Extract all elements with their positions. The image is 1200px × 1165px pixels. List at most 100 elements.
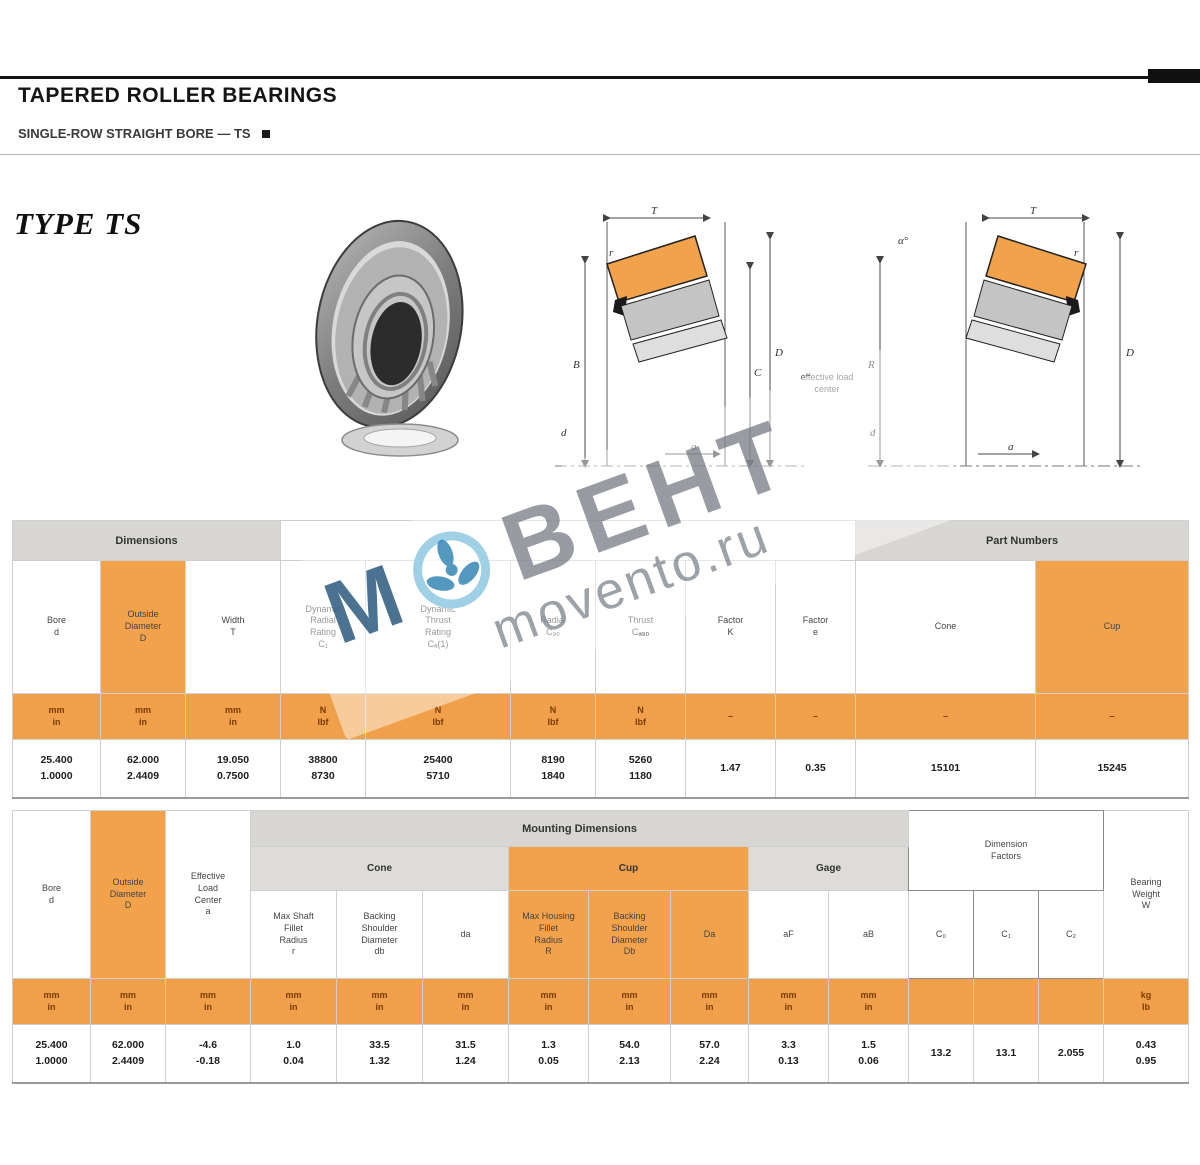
cell-Da: 57.0 2.24 (670, 1024, 749, 1084)
cell-factor-e: 0.35 (774, 739, 857, 799)
cell-c0: 13.2 (908, 1024, 975, 1084)
units-cell: mm in (12, 693, 101, 740)
group-header-dimension-factors: Dimension Factors (908, 810, 1105, 891)
cell-aB: 1.5 0.06 (827, 1024, 910, 1084)
col-header-aF: aF (748, 890, 829, 979)
table-row: 25.400 1.0000 62.000 2.4409 -4.6 -0.18 1… (12, 1024, 1190, 1084)
watermark: М ВЕНТ movento.ru (283, 339, 972, 741)
cell-weight: 0.43 0.95 (1103, 1024, 1190, 1084)
dim-label-d: d (870, 427, 876, 439)
cell-cone-number: 15101 (855, 739, 1037, 799)
cell-c90: 8190 1840 (510, 739, 596, 799)
col-header-c1: C₁ (973, 890, 1040, 979)
fan-icon (398, 516, 507, 628)
units-cell: mm in (185, 693, 281, 740)
cell-shaft-fillet: 1.0 0.04 (250, 1024, 337, 1084)
units-cell: mm in (250, 978, 337, 1025)
col-header-Da: Da (670, 890, 749, 979)
dim-label-T: T (1030, 205, 1037, 217)
dim-label-D: D (774, 347, 783, 359)
units-cell: N lbf (280, 693, 366, 740)
cell-load-center: -4.6 -0.18 (165, 1024, 251, 1084)
col-header-outside-diameter: Outside Diameter D (90, 810, 166, 979)
units-cell: mm in (90, 978, 166, 1025)
dim-label-a: a (1008, 441, 1014, 453)
units-cell (908, 978, 975, 1025)
col-header-ca90: Thrust Cₐ₉₀ (595, 560, 686, 694)
dim-label-D: D (1125, 347, 1134, 359)
col-header-c2: C₂ (1038, 890, 1105, 979)
group-header-cup: Cup (508, 846, 749, 891)
units-cell: mm in (588, 978, 671, 1025)
units-cell: kg lb (1103, 978, 1190, 1025)
watermark-logo-letter: М (312, 544, 415, 663)
header-divider (0, 154, 1200, 155)
dim-label-C: C (754, 367, 762, 379)
type-heading: TYPE TS (14, 206, 143, 241)
units-cell: mm in (336, 978, 423, 1025)
group-header-gage: Gage (747, 846, 910, 891)
units-cell: – (1035, 693, 1190, 740)
cell-Db: 54.0 2.13 (588, 1024, 671, 1084)
page-corner-tab (1148, 69, 1200, 83)
units-cell: mm in (827, 978, 910, 1025)
dim-label-alpha: α° (898, 235, 909, 247)
top-rule (0, 76, 1200, 79)
group-header-cone: Cone (250, 846, 509, 891)
col-header-cone: Cone (855, 560, 1037, 694)
units-cell: N lbf (595, 693, 686, 740)
col-header-da: da (422, 890, 509, 979)
group-header-blank (279, 520, 857, 561)
cross-section-diagram-right: α° T D R d r a (858, 204, 1148, 481)
col-header-bearing-weight: Bearing Weight W (1103, 810, 1190, 979)
units-cell: – (774, 693, 857, 740)
units-cell: – (855, 693, 1037, 740)
units-cell: N lbf (365, 693, 511, 740)
cell-outside-diameter: 62.000 2.4409 (90, 1024, 166, 1084)
col-header-c90: Radial C₉₀ (510, 560, 596, 694)
watermark-band: М ВЕНТ movento.ru (283, 339, 972, 741)
col-header-Db: Backing Shoulder Diameter Db (588, 890, 671, 979)
cell-c1: 13.1 (973, 1024, 1040, 1084)
dim-label-r: r (1074, 247, 1079, 259)
cell-factor-k: 1.47 (685, 739, 776, 799)
units-cell: mm in (748, 978, 829, 1025)
col-header-width: Width T (185, 560, 281, 694)
dim-label-a: a (691, 441, 697, 453)
cell-outside-diameter: 62.000 2.4409 (100, 739, 186, 799)
units-cell: N lbf (510, 693, 596, 740)
units-cell: mm in (165, 978, 251, 1025)
cross-section-diagram-left: T D C B d r a (545, 204, 815, 481)
units-cell: mm in (670, 978, 749, 1025)
col-header-shaft-fillet: Max Shaft Fillet Radius r (250, 890, 337, 979)
cell-radial-rating: 38800 8730 (280, 739, 366, 799)
group-header-part-numbers: Part Numbers (855, 520, 1190, 561)
col-header-c0: C₀ (908, 890, 975, 979)
cell-width: 19.050 0.7500 (185, 739, 281, 799)
units-cell: mm in (12, 978, 91, 1025)
units-cell (1038, 978, 1105, 1025)
dim-label-r: r (609, 247, 614, 259)
cell-aF: 3.3 0.13 (748, 1024, 829, 1084)
group-header-dimensions: Dimensions (12, 520, 281, 561)
col-header-db: Backing Shoulder Diameter db (336, 890, 423, 979)
col-header-outside-diameter: Outside Diameter D (100, 560, 186, 694)
units-cell: – (685, 693, 776, 740)
cell-housing-fillet: 1.3 0.05 (508, 1024, 589, 1084)
page-subtitle: SINGLE-ROW STRAIGHT BORE — TS (18, 126, 271, 141)
col-header-bore: Bore d (12, 560, 101, 694)
diagram-annotation: effective load center (800, 372, 854, 394)
group-header-mounting: Mounting Dimensions (249, 810, 910, 847)
page-title: TAPERED ROLLER BEARINGS (18, 84, 338, 107)
col-header-cup: Cup (1035, 560, 1190, 694)
units-cell: mm in (508, 978, 589, 1025)
table-row: 25.400 1.0000 62.000 2.4409 19.050 0.750… (12, 739, 1190, 799)
ratings-table: Dimensions Part Numbers Bore d Outside D… (12, 520, 1190, 799)
cell-c2: 2.055 (1038, 1024, 1105, 1084)
cell-da: 31.5 1.24 (422, 1024, 509, 1084)
section-marker-icon (262, 130, 271, 138)
dim-label-T: T (651, 205, 658, 217)
cell-bore: 25.400 1.0000 (12, 1024, 91, 1084)
mounting-dimensions-table: Bore d Outside Diameter D Effective Load… (12, 810, 1190, 1084)
